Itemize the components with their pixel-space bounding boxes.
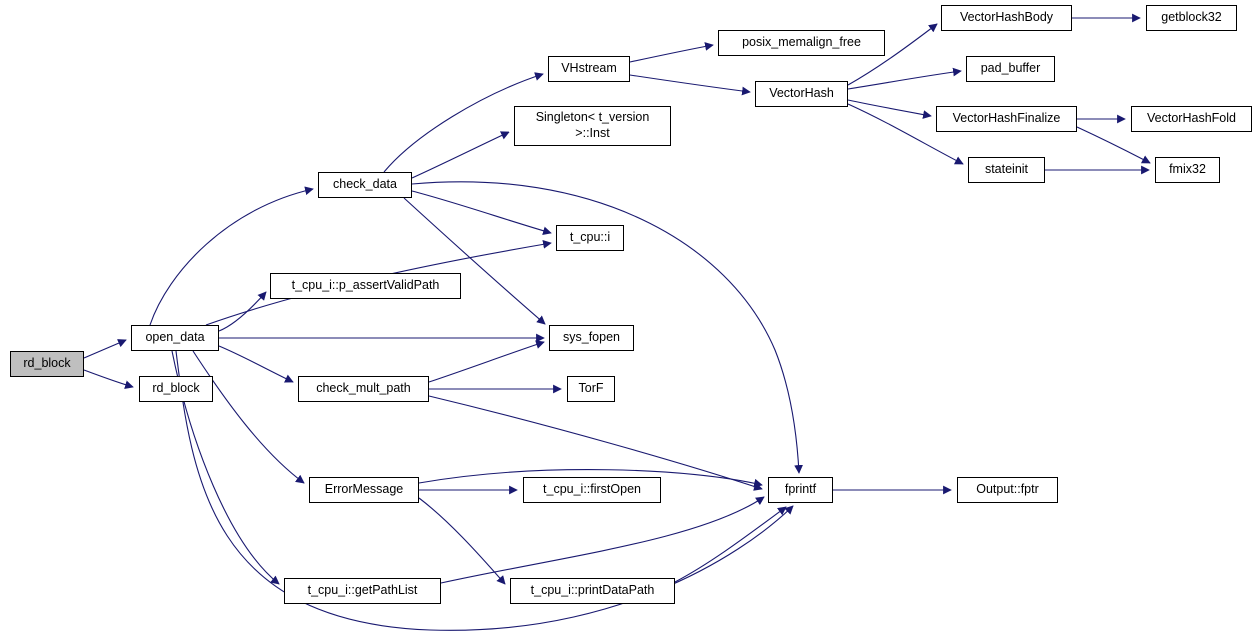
node-rd_block-current: rd_block xyxy=(10,351,84,377)
edge-VectorHash-to-stateinit xyxy=(847,103,964,165)
node-fmix32[interactable]: fmix32 xyxy=(1155,157,1220,183)
node-VectorHash[interactable]: VectorHash xyxy=(755,81,848,107)
edge-open_data-to-p_assertValidPath xyxy=(218,291,267,332)
edge-rd_block-to-open_data xyxy=(83,339,127,359)
edge-VHstream-to-posix_memalign_free xyxy=(629,42,714,63)
edge-printDataPath-to-fprintf xyxy=(674,506,787,583)
edge-rd_block-to-rd_block xyxy=(83,369,134,389)
node-VectorHashBody[interactable]: VectorHashBody xyxy=(941,5,1072,31)
edge-ErrorMessage-to-fprintf xyxy=(418,469,763,488)
edge-check_mult_path-to-sys_fopen xyxy=(428,340,545,383)
node-sys_fopen[interactable]: sys_fopen xyxy=(549,325,634,351)
node-ErrorMessage[interactable]: ErrorMessage xyxy=(309,477,419,503)
edge-VectorHashFinalize-to-fmix32 xyxy=(1076,126,1151,164)
edge-check_data-to-sys_fopen xyxy=(403,197,546,325)
node-t_cpu_i-printDataPath[interactable]: t_cpu_i::printDataPath xyxy=(510,578,675,604)
node-check_mult_path[interactable]: check_mult_path xyxy=(298,376,429,402)
node-getblock32[interactable]: getblock32 xyxy=(1146,5,1237,31)
node-VectorHashFinalize[interactable]: VectorHashFinalize xyxy=(936,106,1077,132)
edge-open_data-to-check_mult_path xyxy=(218,345,294,383)
node-t_cpu_i-firstOpen[interactable]: t_cpu_i::firstOpen xyxy=(523,477,661,503)
edge-open_data-to-fprintf xyxy=(175,350,794,631)
node-posix_memalign_free[interactable]: posix_memalign_free xyxy=(718,30,885,56)
node-singleton-t_version-inst[interactable]: Singleton< t_version >::Inst xyxy=(514,106,671,146)
node-TorF[interactable]: TorF xyxy=(567,376,615,402)
node-t_cpu-i[interactable]: t_cpu::i xyxy=(556,225,624,251)
node-stateinit[interactable]: stateinit xyxy=(968,157,1045,183)
edge-VectorHash-to-VectorHashBody xyxy=(847,23,938,86)
edge-ErrorMessage-to-printDataPath xyxy=(418,497,506,585)
edge-VectorHash-to-VectorHashFinalize xyxy=(847,99,932,119)
edge-VHstream-to-VectorHash xyxy=(629,74,751,96)
edge-check_data-to-t_cpu_i xyxy=(411,190,552,236)
node-check_data[interactable]: check_data xyxy=(318,172,412,198)
node-rd_block[interactable]: rd_block xyxy=(139,376,213,402)
edge-check_data-to-fprintf xyxy=(411,181,803,474)
node-Output-fptr[interactable]: Output::fptr xyxy=(957,477,1058,503)
edge-open_data-to-check_data xyxy=(149,186,314,326)
node-VHstream[interactable]: VHstream xyxy=(548,56,630,82)
node-pad_buffer[interactable]: pad_buffer xyxy=(966,56,1055,82)
edge-getPathList-to-fprintf xyxy=(440,496,765,584)
node-fprintf[interactable]: fprintf xyxy=(768,477,833,503)
edge-check_data-to-VHstream xyxy=(383,72,544,173)
edge-check_data-to-singleton_inst xyxy=(411,131,510,179)
edge-open_data-to-ErrorMessage xyxy=(192,350,305,484)
node-open_data[interactable]: open_data xyxy=(131,325,219,351)
node-VectorHashFold[interactable]: VectorHashFold xyxy=(1131,106,1252,132)
edge-VectorHash-to-pad_buffer xyxy=(847,67,962,90)
node-t_cpu_i-getPathList[interactable]: t_cpu_i::getPathList xyxy=(284,578,441,604)
node-t_cpu_i-p_assertValidPath[interactable]: t_cpu_i::p_assertValidPath xyxy=(270,273,461,299)
